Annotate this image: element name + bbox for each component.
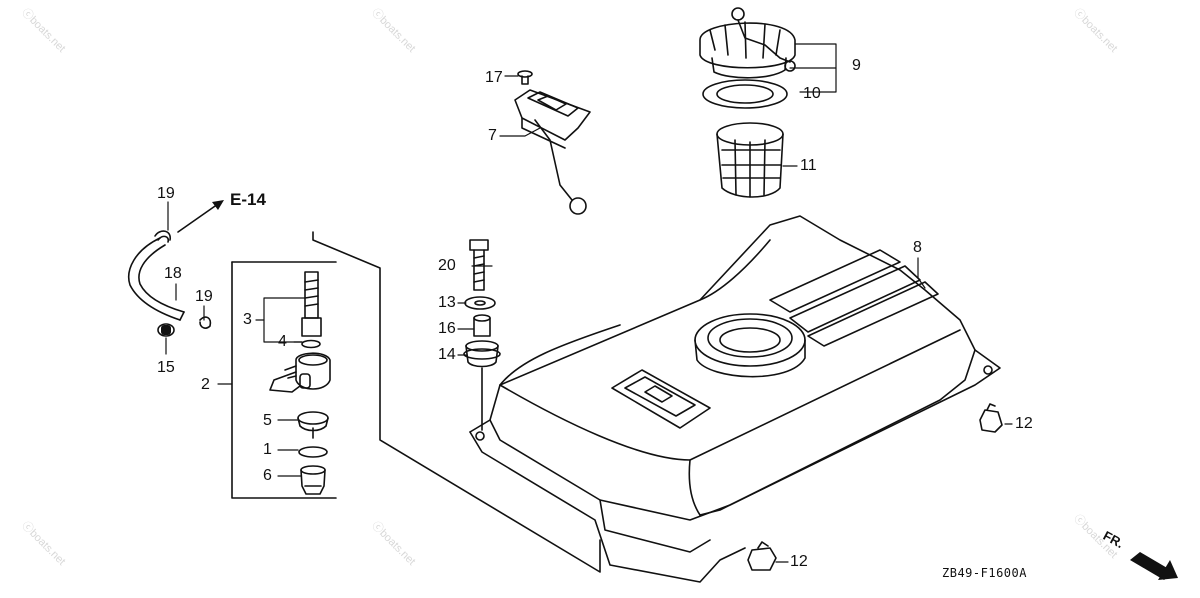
leader-lines (165, 43, 1013, 563)
part-label-9: 9 (852, 57, 861, 74)
filter-cup-6 (300, 465, 326, 495)
part-label-8: 8 (913, 239, 922, 256)
hose-clip-lower (199, 316, 212, 329)
cup-5 (297, 411, 329, 439)
part-label-12-bottom: 12 (790, 553, 808, 570)
hose-clip-upper (154, 230, 171, 243)
fuel-cock-body (269, 352, 331, 393)
fuel-cock-bracket (231, 231, 601, 573)
fuel-cap (699, 7, 796, 79)
part-label-11: 11 (800, 157, 817, 174)
cap-gasket (702, 79, 788, 109)
part-label-1: 1 (263, 441, 272, 458)
part-label-3: 3 (243, 311, 252, 328)
joint-fill (161, 325, 171, 335)
solid-details (161, 325, 171, 335)
arrowheads (212, 200, 1178, 580)
part-label-17: 17 (485, 69, 503, 86)
fuel-strainer (716, 122, 784, 198)
part-label-19-upper: 19 (157, 185, 175, 202)
part-label-4: 4 (278, 333, 287, 350)
tank-rubber-right (979, 403, 1003, 433)
drawing-code: ZB49-F1600A (942, 566, 1027, 580)
fuel-tube (128, 237, 185, 321)
reference-arrow-line (177, 203, 219, 233)
part-label-18: 18 (164, 265, 182, 282)
part-label-16: 16 (438, 320, 456, 337)
part-label-10: 10 (803, 85, 821, 102)
part-label-6: 6 (263, 467, 272, 484)
washer (464, 296, 496, 310)
part-label-19-lower: 19 (195, 288, 213, 305)
section-reference-e14[interactable]: E-14 (230, 190, 266, 209)
gauge-screw (517, 70, 533, 85)
o-ring-1 (298, 446, 328, 458)
part-label-2: 2 (201, 376, 210, 393)
part-label-5: 5 (263, 412, 272, 429)
part-label-7: 7 (488, 127, 497, 144)
o-ring-4 (301, 339, 321, 349)
front-arrow-head (1158, 560, 1178, 580)
arrow-to-e14-head (212, 200, 224, 210)
collar (473, 314, 491, 337)
grommet (463, 340, 501, 368)
fuel-cock-lever (301, 271, 322, 337)
part-label-13: 13 (438, 294, 456, 311)
fuel-tank (469, 215, 1001, 583)
part-label-15: 15 (157, 359, 175, 376)
part-label-14: 14 (438, 346, 456, 363)
tank-rubber-bottom (747, 541, 777, 571)
part-label-12-right: 12 (1015, 415, 1033, 432)
mounting-bolt (469, 239, 489, 291)
part-label-20: 20 (438, 257, 456, 274)
fuel-gauge (514, 89, 591, 215)
